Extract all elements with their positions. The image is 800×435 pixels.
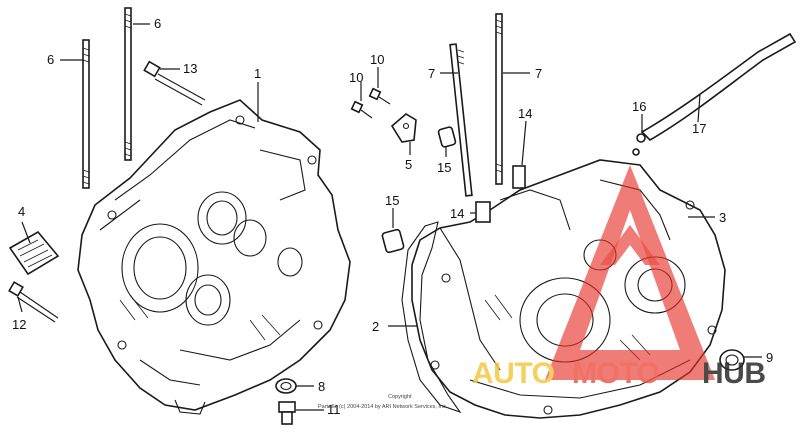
callout-15-upper: 15: [437, 160, 451, 175]
callout-2: 2: [372, 319, 379, 334]
callout-4: 4: [18, 204, 25, 219]
watermark-auto: AUTO: [472, 357, 555, 390]
breather-tube-17: [640, 32, 797, 142]
plate-5: [390, 113, 417, 143]
stud-bolt-7-left: [449, 43, 473, 197]
callout-1: 1: [254, 66, 261, 81]
callout-10-right: 10: [370, 52, 384, 67]
copyright-line-2: Partzilla (c) 2004-2014 by ARI Network S…: [318, 404, 448, 410]
stud-bolt-6-center: [124, 7, 132, 161]
dowel-pin-14-lower: [475, 201, 491, 223]
stud-bolt-6-left: [82, 39, 90, 189]
gasket-4: [8, 230, 60, 276]
watermark-moto: MOTO: [572, 357, 660, 390]
callout-13: 13: [183, 61, 197, 76]
dowel-pin-14-upper: [512, 165, 526, 189]
automotohub-watermark: AUTO MOTO HUB: [472, 165, 766, 390]
callout-7-right: 7: [535, 66, 542, 81]
gasket-2: [401, 221, 462, 414]
callout-11: 11: [327, 402, 341, 417]
screw-10-a: [350, 100, 373, 119]
callout-14-lower: 14: [450, 206, 464, 221]
bolt-13: [143, 60, 206, 106]
callout-6-center: 6: [154, 16, 161, 31]
washer-8: [275, 378, 297, 394]
copyright-notice: Copyright Partzilla (c) 2004-2014 by ARI…: [318, 394, 448, 410]
copyright-line-1: Copyright: [388, 394, 412, 400]
bushing-15-lower: [381, 228, 405, 254]
leader-lines: [17, 23, 762, 411]
cap-9: [719, 349, 745, 371]
screw-10-b: [368, 87, 391, 105]
watermark-hub: HUB: [702, 357, 766, 390]
callout-15-lower: 15: [385, 193, 399, 208]
callout-12: 12: [12, 317, 26, 332]
bolt-12: [8, 281, 59, 323]
callout-16: 16: [632, 99, 646, 114]
callout-8: 8: [318, 379, 325, 394]
watermark-triangle: [545, 165, 715, 380]
callout-3: 3: [719, 210, 726, 225]
drain-plug-11: [278, 401, 296, 425]
callout-9: 9: [766, 350, 773, 365]
left-crankcase: [77, 99, 351, 415]
clip-16: [632, 133, 646, 156]
callout-5: 5: [405, 157, 412, 172]
callout-17: 17: [692, 121, 706, 136]
stud-bolt-7-right: [495, 13, 503, 185]
callouts: 1 2 3 4 5 6 6 7 7 8 9 10 10 11 12 13 14 …: [12, 16, 773, 417]
callout-10-left: 10: [349, 70, 363, 85]
callout-14-upper: 14: [518, 106, 532, 121]
callout-6-left: 6: [47, 52, 54, 67]
bushing-15-upper: [437, 126, 457, 148]
callout-7-left: 7: [428, 66, 435, 81]
